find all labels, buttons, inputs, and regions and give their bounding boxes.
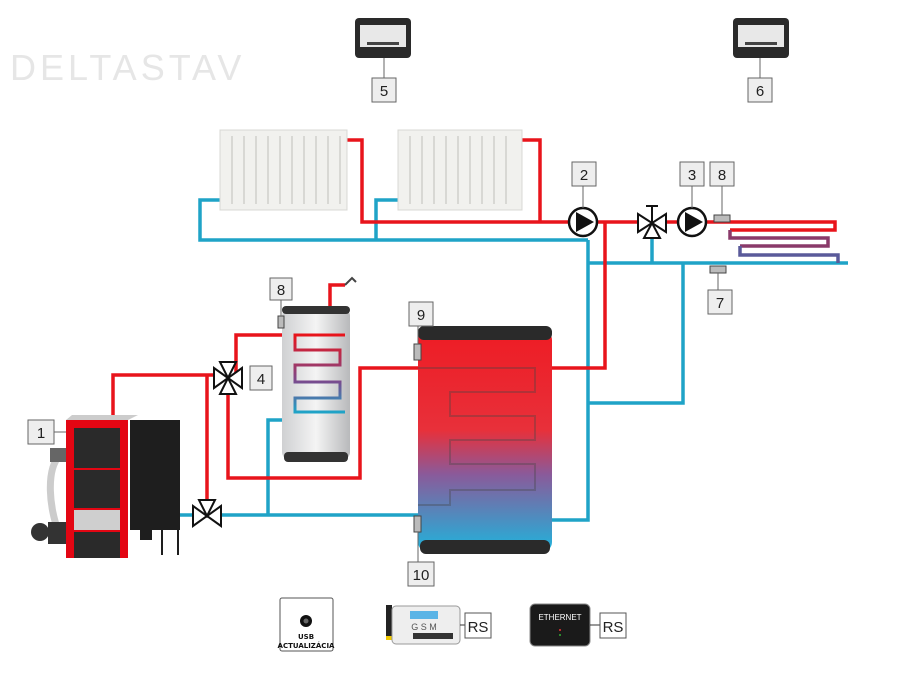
label-3: 3 (688, 167, 696, 184)
usb-module (279, 597, 334, 652)
room-controller-6 (733, 18, 789, 58)
label-1: 1 (37, 425, 45, 442)
mixing-valve-floor (637, 205, 667, 239)
label-7: 7 (716, 295, 724, 312)
ethernet-label: ETHERNET (538, 613, 581, 622)
label-6: 6 (756, 83, 764, 100)
pump-2 (567, 206, 599, 238)
usb-label: USB (298, 633, 314, 641)
sensor-7 (709, 265, 727, 274)
buffer-tank (413, 326, 552, 554)
label-2: 2 (580, 167, 588, 184)
label-10: 10 (413, 567, 430, 584)
radiator-2 (397, 129, 523, 211)
return-pipes (178, 198, 848, 522)
gsm-module (386, 605, 492, 645)
radiator-1 (219, 129, 348, 211)
watermark: DELTASTAV (10, 47, 245, 88)
label-5: 5 (380, 83, 388, 100)
floor-heating-loops (728, 230, 840, 263)
boiler (31, 415, 180, 558)
gsm-rs-label: RS (468, 619, 489, 636)
boiler-return-valve (192, 499, 222, 528)
label-8-floor: 8 (718, 167, 726, 184)
ethernet-rs-label: RS (603, 619, 624, 636)
sensor-8-floor (713, 214, 731, 223)
dhw-tank (277, 276, 357, 462)
pump-3 (676, 206, 708, 238)
number-labels (27, 58, 773, 587)
supply-pipes (111, 138, 837, 505)
label-4: 4 (257, 371, 265, 388)
label-9: 9 (417, 307, 425, 324)
label-8-dhw: 8 (277, 282, 285, 299)
ethernet-module (529, 603, 627, 647)
room-controller-5 (355, 18, 411, 58)
usb-actualization-label: ACTUALIZÁCIA (278, 641, 336, 650)
gsm-label: G S M (411, 622, 437, 632)
valve-4 (213, 361, 243, 395)
